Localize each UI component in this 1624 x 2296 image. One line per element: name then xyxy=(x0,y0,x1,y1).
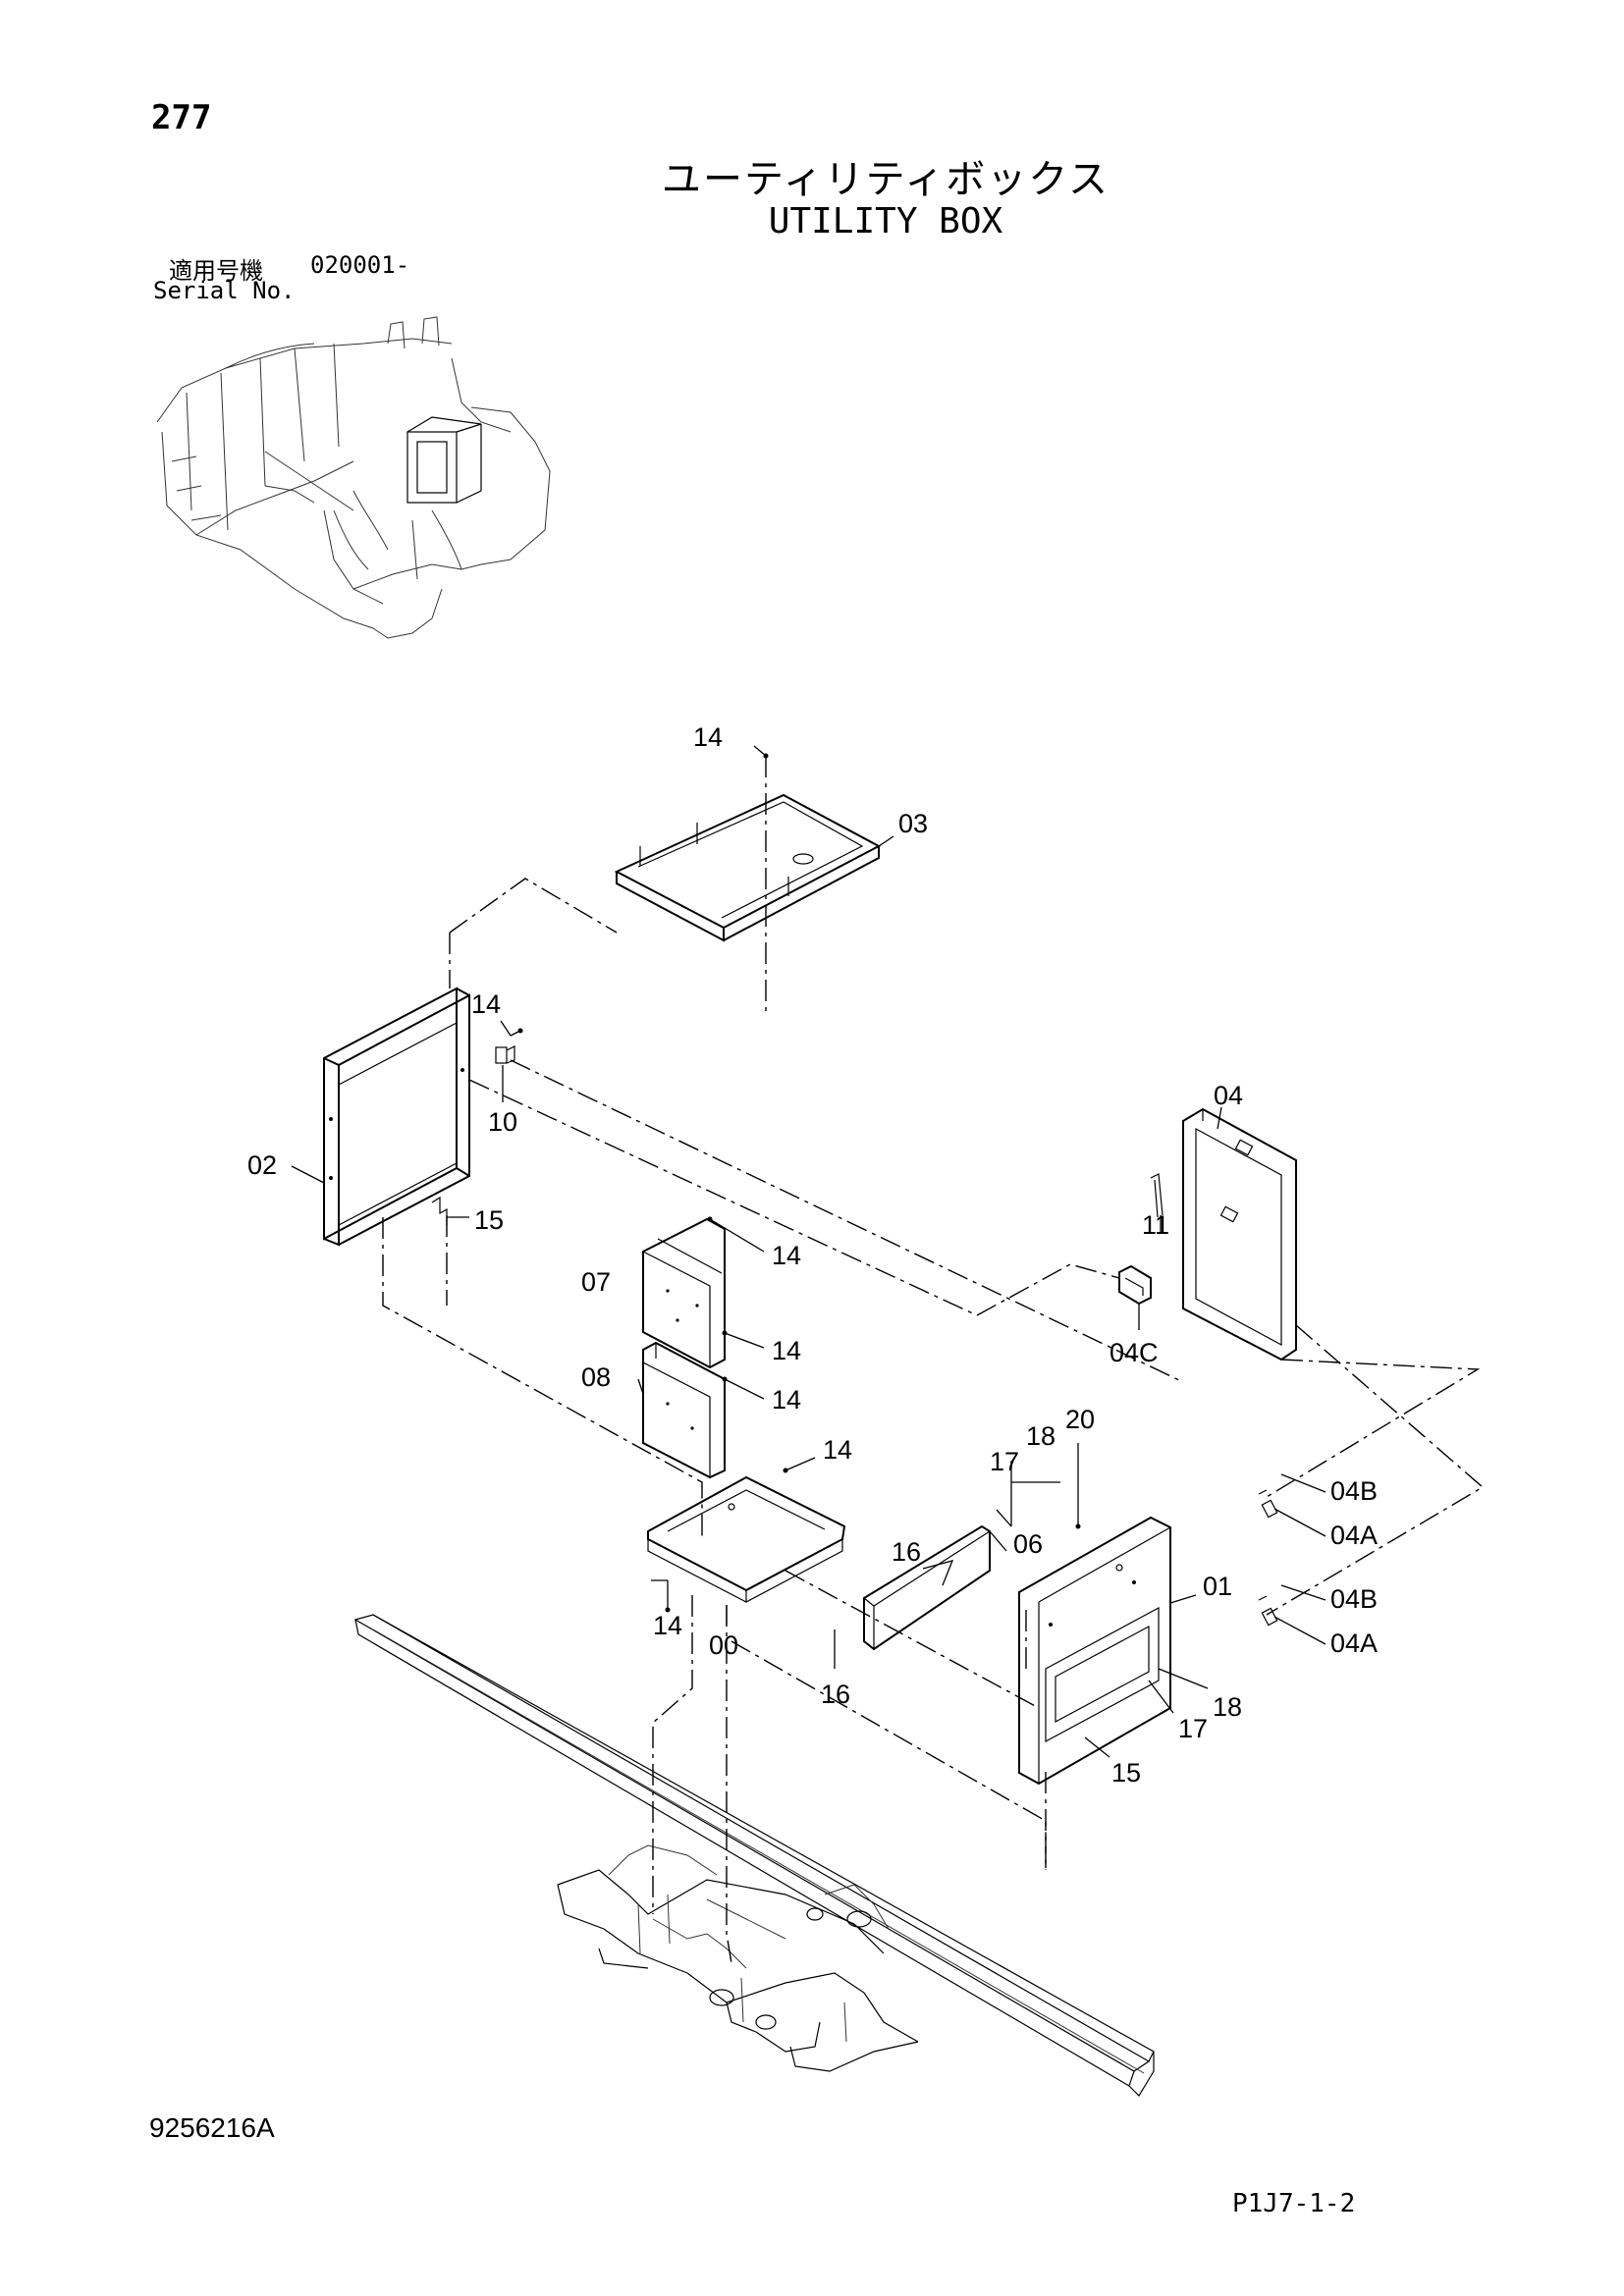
page-code: P1J7-1-2 xyxy=(1232,2189,1356,2218)
callout-18: 18 xyxy=(1213,1692,1242,1722)
leader-lines xyxy=(291,745,1326,1758)
part-11-handle xyxy=(1150,1173,1164,1218)
callout-20: 20 xyxy=(1065,1405,1095,1434)
callout-17: 17 xyxy=(990,1447,1019,1476)
callout-04: 04 xyxy=(1214,1081,1243,1110)
callout-00: 00 xyxy=(709,1630,738,1660)
title-japanese: ユーティリティボックス xyxy=(662,157,1110,202)
callout-10: 10 xyxy=(488,1107,517,1137)
part-10-hinge xyxy=(495,1045,515,1064)
callout-08: 08 xyxy=(581,1362,611,1392)
callout-15: 15 xyxy=(474,1205,504,1235)
callout-04A: 04A xyxy=(1330,1521,1378,1550)
callout-04A: 04A xyxy=(1330,1629,1378,1658)
callout-18: 18 xyxy=(1026,1421,1056,1451)
callout-14: 14 xyxy=(772,1385,801,1415)
part-03-top-lid xyxy=(614,793,882,942)
callout-04C: 04C xyxy=(1110,1338,1159,1367)
part-15-clip-left xyxy=(431,1196,448,1225)
callout-14: 14 xyxy=(772,1241,801,1270)
drawing-number: 9256216A xyxy=(149,2112,275,2143)
part-04-door xyxy=(1182,1107,1297,1362)
chassis-frame xyxy=(353,1614,1155,2097)
callout-16: 16 xyxy=(892,1537,921,1567)
callout-14: 14 xyxy=(471,989,501,1019)
callout-15: 15 xyxy=(1111,1758,1141,1788)
title-english: UTILITY BOX xyxy=(768,201,1003,241)
part-04C-latch xyxy=(1118,1264,1152,1306)
callout-03: 03 xyxy=(898,809,928,838)
callout-06: 06 xyxy=(1013,1529,1043,1559)
callout-02: 02 xyxy=(247,1150,277,1180)
part-04A-04B-clips xyxy=(1258,1489,1278,1627)
callout-04B: 04B xyxy=(1330,1584,1378,1614)
assembly-lines xyxy=(382,756,1485,1964)
callout-14: 14 xyxy=(772,1336,801,1365)
part-08-plate xyxy=(642,1341,726,1479)
callout-17: 17 xyxy=(1178,1714,1208,1743)
callout-14: 14 xyxy=(653,1611,682,1640)
part-07-plate xyxy=(642,1217,726,1369)
page-number: 277 xyxy=(151,98,212,137)
callout-14: 14 xyxy=(693,722,723,752)
part-06-panel xyxy=(863,1524,991,1651)
part-00-bracket xyxy=(647,1475,846,1603)
part-02-side-frame xyxy=(323,987,470,1247)
callout-11: 11 xyxy=(1142,1210,1169,1240)
serial-label-english: Serial No. xyxy=(153,277,296,304)
machine-location-inset xyxy=(156,316,551,639)
callout-04B: 04B xyxy=(1330,1476,1378,1506)
callout-16: 16 xyxy=(821,1680,850,1709)
callout-07: 07 xyxy=(581,1267,611,1297)
callout-01: 01 xyxy=(1203,1572,1232,1601)
serial-label-japanese: 適用号機 xyxy=(169,257,263,285)
callout-14: 14 xyxy=(823,1435,852,1465)
serial-value: 020001- xyxy=(310,251,410,279)
